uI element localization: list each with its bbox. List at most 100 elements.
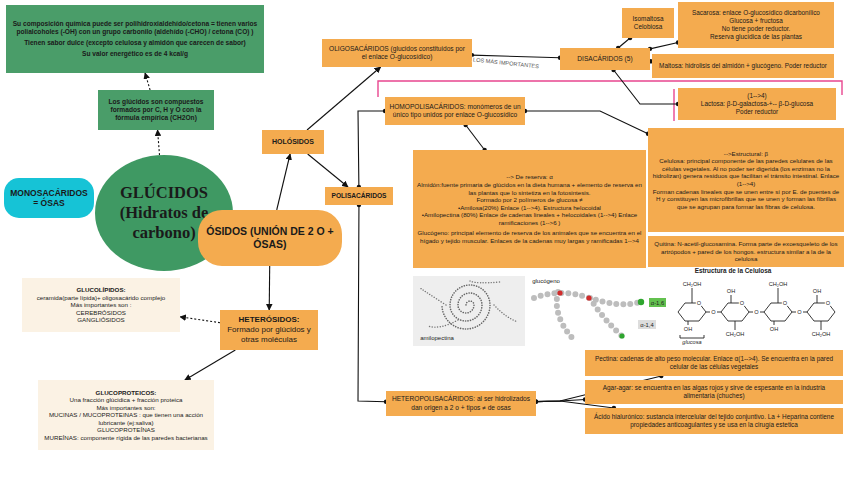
text-holder: --> De reserva: αAlmidón:fuente primaria… [417, 173, 642, 244]
atom-label: CH₂OH [683, 281, 702, 287]
atom-label: O [797, 309, 801, 315]
atom-label: OH [770, 325, 778, 331]
text-holder: Quitina: N-acetil-glucosamina. Forma par… [652, 240, 840, 263]
node-text: MUREÍNAS: componente rígida de las pared… [42, 434, 210, 442]
concept-box: POLISACÁRIDOS [325, 187, 393, 205]
connector [307, 67, 381, 130]
text-holder: GLUCOLÍPIDOS:ceramida(parte lípida)+ oli… [26, 286, 176, 324]
node-text: Ácido hialurónico: sustancia intercelula… [589, 413, 839, 429]
node-text: MONOSACÁRIDOS = ÓSAS [8, 188, 90, 209]
label-patch [649, 298, 666, 307]
bond-label: α-1,6 [651, 299, 664, 305]
node-text: ceramida(parte lípida)+ oligosacárido co… [26, 294, 176, 302]
node-text: CEREBRÓSIDOS [26, 309, 176, 317]
connector [358, 111, 385, 187]
node-text: •Amilopectina (80%) Enlace de cadenas li… [417, 211, 642, 226]
node-text: Su composición química puede ser polihid… [10, 20, 260, 36]
branch-point [638, 299, 644, 305]
node-text: POLISACÁRIDOS [329, 192, 389, 200]
branch-point [586, 295, 591, 300]
amylopectin-branch [420, 281, 518, 327]
label-patch [638, 320, 656, 329]
text-holder: Maltosa: hidrolisis del almidón + glucóg… [656, 62, 830, 70]
atom-label: OH [813, 288, 821, 294]
branch-point [619, 333, 624, 338]
atom-label: OH [684, 325, 692, 331]
note-box: Los glúcidos son compuestos formados por… [98, 90, 214, 130]
node-text: OLIGOSACÁRIDOS (glucidos constituidos po… [326, 45, 468, 61]
node-text: MUCINAS / MUCOPROTEINAS : que tienen una… [42, 411, 210, 426]
atom-label: O [754, 309, 758, 315]
text-holder: HETEROPOLISACÁRIDOS: al ser hidrolizados… [390, 395, 532, 411]
node-text: Lactosa: β-D-galactosa-+-- β-D-glucosa [682, 100, 832, 108]
node-text: GANGLIÓSIDOS [26, 316, 176, 324]
branch-point [557, 290, 562, 295]
concept-box: OLIGOSACÁRIDOS (glucidos constituidos po… [322, 39, 472, 67]
text-holder: Ácido hialurónico: sustancia intercelula… [589, 413, 839, 429]
node-text: Sacarosa: enlace O-glucosídico dicarboní… [682, 9, 830, 17]
detail-box: Sacarosa: enlace O-glucosídico dicarboní… [678, 2, 834, 48]
node-text: HOMOPOLISACÁRIDOS: monómeros de un único… [389, 103, 521, 119]
node-text: HOLÓSIDOS [266, 138, 320, 147]
node-text: (1-->4) [682, 92, 832, 100]
bond-label: α-1,4 [640, 321, 653, 327]
concept-box: HOMOPOLISACÁRIDOS: monómeros de un único… [385, 97, 525, 125]
concept-box: HETEROPOLISACÁRIDOS: al ser hidrolizados… [386, 391, 536, 416]
detail-box: --> De reserva: αAlmidón:fuente primaria… [413, 150, 646, 268]
text-holder: (1-->4)Lactosa: β-D-galactosa-+-- β-D-gl… [682, 92, 832, 115]
node-text: •Amilosa(20%) Enlace (1-->4). Estructura… [417, 204, 642, 212]
cellulose-structure [678, 288, 835, 338]
node-text: --> De reserva: α [417, 173, 642, 181]
image-caption: glucógeno [532, 278, 560, 285]
concept-box: IsomaltosaCelobiosa [622, 8, 674, 38]
note-box: Su composición química puede ser polihid… [6, 5, 264, 73]
detail-box: GLUCOLÍPIDOS:ceramida(parte lípida)+ oli… [22, 278, 180, 332]
text-holder: HETERÓSIDOS:Formado por glúcidos y otras… [224, 315, 314, 344]
node-text: GLUCOPROTEÍNAS [42, 426, 210, 434]
detail-box: GLUCOPROTEICOS:Una fracción glúcidica + … [38, 380, 214, 450]
atom-label: CH₂OH [812, 331, 831, 337]
text-holder: -->Estructural: βCelulosa: principal com… [652, 150, 840, 211]
concept-pill: ÓSIDOS (UNIÓN DE 2 O + ÓSAS) [198, 210, 342, 266]
node-text: ÓSIDOS (UNIÓN DE 2 O + ÓSAS) [202, 225, 338, 251]
node-text: Forman cadenas lineales que se unen entr… [652, 188, 840, 211]
detail-box: Maltosa: hidrolisis del almidón + glucóg… [652, 54, 834, 78]
concept-box: HOLÓSIDOS [262, 130, 324, 154]
atom-label: O [782, 300, 788, 306]
text-holder: Los glúcidos son compuestos formados por… [102, 98, 210, 122]
connector [185, 350, 235, 380]
node-text: Celobiosa [626, 23, 670, 31]
bond [688, 288, 821, 330]
node-text: Más importantes son: [42, 404, 210, 412]
node-text: Más importantes son : [26, 301, 176, 309]
connector [277, 154, 290, 210]
pink-bracket [673, 89, 674, 121]
text-holder: GLUCOPROTEICOS:Una fracción glúcidica + … [42, 389, 210, 442]
amylopectin-spiral [442, 285, 490, 329]
node-text: Tienen sabor dulce (excepto celulosa y a… [10, 39, 260, 47]
glycogen-chain [534, 292, 640, 340]
node-text: Reserva glucídica de las plantas [682, 33, 830, 41]
text-holder: Pectina: cadenas de alto peso molecular.… [589, 355, 839, 371]
connector [618, 38, 630, 48]
detail-box: Agar-agar: se encuentra en las algas roj… [585, 380, 843, 404]
connector [180, 317, 220, 323]
node-text: HETERÓSIDOS: [224, 315, 314, 325]
image-caption: amilopectina [420, 335, 454, 342]
atom-label: O [825, 300, 831, 306]
node-text: Formado por glúcidos y otras moléculas [224, 325, 314, 345]
node-text: No tiene poder reductor. [682, 25, 830, 33]
atom-label: O [711, 309, 715, 315]
detail-box: Quitina: N-acetil-glucosamina. Forma par… [648, 236, 844, 267]
node-text: DISACÁRIDOS (5) [564, 55, 646, 63]
node-text: -->Estructural: β [652, 150, 840, 158]
atom-label: CH₂OH [769, 281, 788, 287]
atom-label: O [696, 300, 702, 306]
structure-label: glucosa [682, 339, 701, 345]
node-text: Glucosa + fructosa [682, 17, 830, 25]
node-text: Isomaltosa [626, 15, 670, 23]
concept-pill: MONOSACÁRIDOS = ÓSAS [4, 178, 94, 218]
connector [308, 154, 348, 187]
node-text: Almidón:fuente primaria de glúcidos en l… [417, 181, 642, 196]
